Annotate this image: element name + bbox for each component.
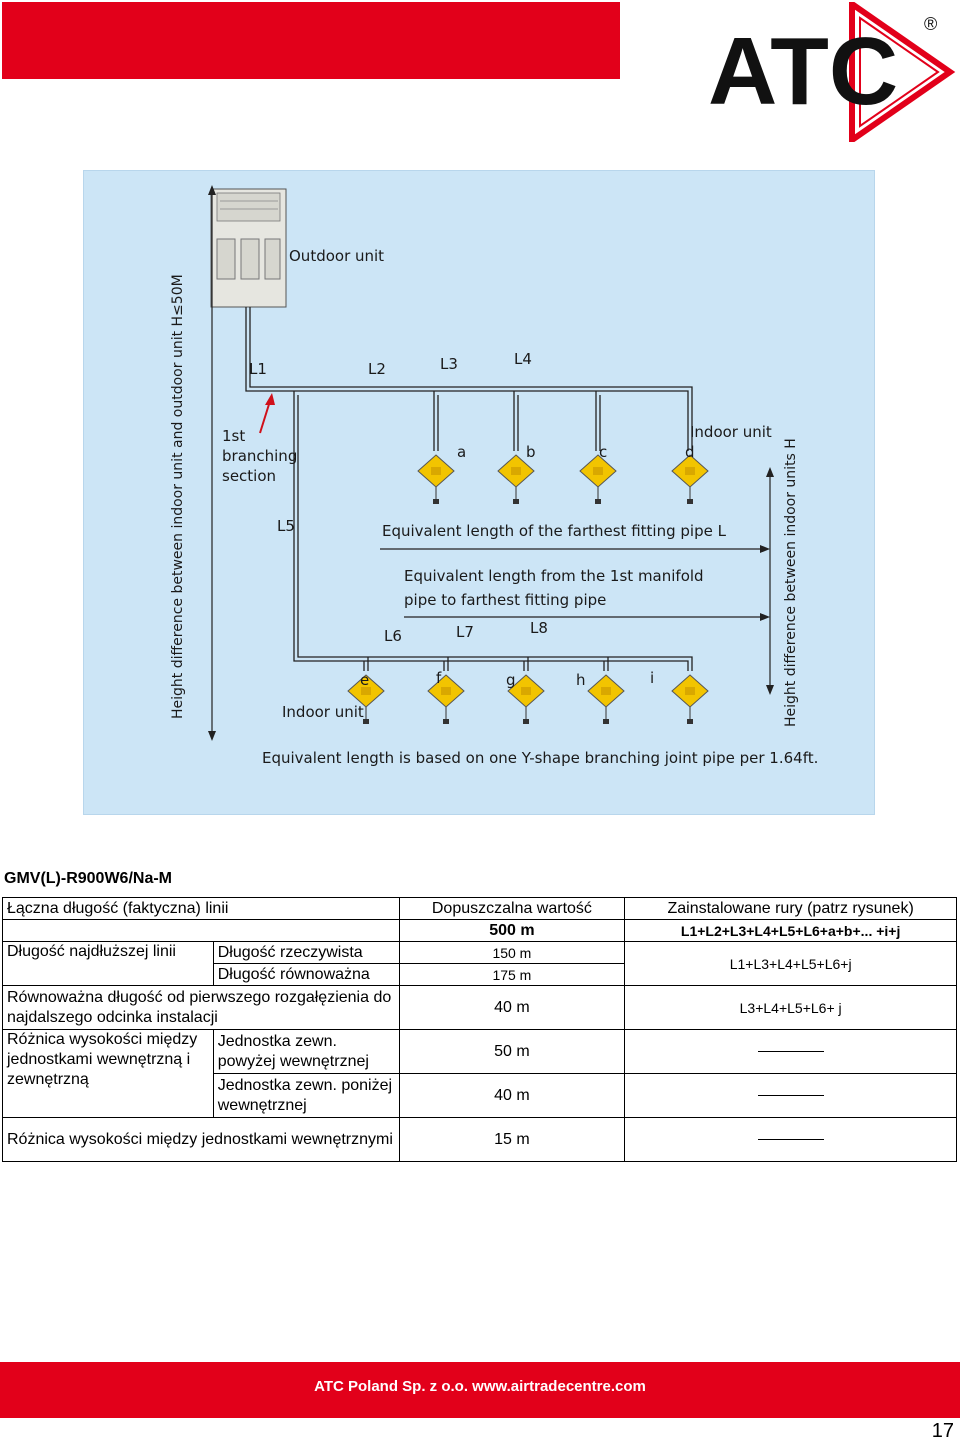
first-branch-line2: branching: [222, 447, 297, 465]
total-length-value: 500 m: [398, 919, 626, 942]
unit-label-g: g: [506, 671, 516, 689]
dash-line: [757, 1094, 824, 1096]
outdoor-below-value: 40 m: [398, 1073, 626, 1118]
first-branch-line3: section: [222, 467, 276, 485]
unit-label-f: f: [436, 669, 442, 687]
actual-length-value: 150 m: [398, 941, 626, 964]
table-row: 500 m L1+L2+L3+L4+L5+L6+a+b+... +i+j: [2, 919, 957, 942]
height-label-right: Height difference between indoor units H: [783, 438, 799, 727]
header-total-length: Łączna długość (faktyczna) linii: [2, 897, 400, 920]
pipe-label-l5: L5: [277, 517, 295, 535]
unit-label-i: i: [650, 669, 654, 687]
page-number: 17: [931, 1420, 954, 1442]
unit-label-a: a: [457, 443, 466, 461]
outdoor-unit-icon: [210, 188, 287, 308]
first-branch-line1: 1st: [222, 427, 245, 445]
table-row: Łączna długość (faktyczna) linii Dopuszc…: [2, 897, 957, 920]
header-allowed-value: Dopuszczalna wartość: [398, 897, 626, 920]
outdoor-unit-label: Outdoor unit: [289, 247, 384, 265]
first-branch-length-label: Równoważna długość od pierwszego rozgałę…: [2, 985, 400, 1030]
piping-diagram: Outdoor unit Height difference between i…: [83, 170, 875, 815]
outdoor-above-value: 50 m: [398, 1029, 626, 1074]
table-row: Długość najdłuższej linii Długość rzeczy…: [2, 941, 957, 986]
unit-label-b: b: [526, 443, 536, 461]
longest-line-pipes: L1+L3+L4+L5+L6+j: [624, 941, 957, 986]
equivalent-length-label: Długość równoważna: [212, 963, 400, 986]
first-branch-pipes: L3+L4+L5+L6+ j: [624, 985, 957, 1030]
pipe-label-l7: L7: [456, 623, 474, 641]
longest-line-label: Długość najdłuższej linii: [2, 941, 214, 986]
first-branch-length-value: 40 m: [398, 985, 626, 1030]
pipe-label-l1: L1: [249, 360, 267, 378]
pipe-label-l6: L6: [384, 627, 402, 645]
equivalent-length-note: Equivalent length is based on one Y-shap…: [262, 749, 818, 767]
spec-table: Łączna długość (faktyczna) linii Dopuszc…: [2, 897, 957, 1162]
total-length-pipes: L1+L2+L3+L4+L5+L6+a+b+... +i+j: [624, 919, 957, 942]
pipe-label-l4: L4: [514, 350, 532, 368]
height-diff-indoor-label: Różnica wysokości między jednostkami wew…: [2, 1117, 400, 1162]
actual-length-label: Długość rzeczywista: [212, 941, 400, 964]
outdoor-above-label: Jednostka zewn. powyżej wewnętrznej: [212, 1029, 400, 1074]
unit-label-c: c: [599, 443, 607, 461]
height-diff-indoor-outdoor-label: Różnica wysokości między jednostkami wew…: [2, 1029, 214, 1118]
eq-farthest-label: Equivalent length of the farthest fittin…: [382, 522, 727, 540]
table-row: Różnica wysokości między jednostkami wew…: [2, 1117, 957, 1162]
logo-text: ATC: [708, 18, 898, 125]
pipe-label-l2: L2: [368, 360, 386, 378]
dash-line: [757, 1050, 824, 1052]
eq-manifold-label-1: Equivalent length from the 1st manifold: [404, 567, 704, 585]
eq-manifold-label-2: pipe to farthest fitting pipe: [404, 591, 606, 609]
equivalent-length-value: 175 m: [398, 963, 626, 986]
table-row: Różnica wysokości między jednostkami wew…: [2, 1029, 957, 1118]
model-title: GMV(L)-R900W6/Na-M: [4, 870, 173, 887]
indoor-unit-label-bottom: Indoor unit: [282, 703, 364, 721]
indoor-unit-icon: [417, 454, 709, 504]
indoor-unit-label-top: Indoor unit: [690, 423, 772, 441]
height-diff-indoor-value: 15 m: [398, 1117, 626, 1162]
outdoor-below-label: Jednostka zewn. poniżej wewnętrznej: [212, 1073, 400, 1118]
unit-label-h: h: [576, 671, 586, 689]
height-label-left: Height difference between indoor unit an…: [170, 274, 186, 719]
header-red-bar: [2, 2, 620, 79]
dash-line: [757, 1138, 824, 1140]
pipe-label-l8: L8: [530, 619, 548, 637]
unit-label-d: d: [685, 443, 695, 461]
pipe-label-l3: L3: [440, 355, 458, 373]
footer-text: ATC Poland Sp. z o.o. www.airtradecentre…: [314, 1378, 646, 1395]
atc-logo: ATC ®: [708, 2, 956, 142]
table-row: Równoważna długość od pierwszego rozgałę…: [2, 985, 957, 1030]
header-installed-pipes: Zainstalowane rury (patrz rysunek): [624, 897, 957, 920]
indoor-unit-icon: [347, 674, 709, 724]
registered-mark: ®: [924, 14, 937, 34]
footer-bar: [0, 1362, 960, 1418]
unit-label-e: e: [360, 671, 369, 689]
